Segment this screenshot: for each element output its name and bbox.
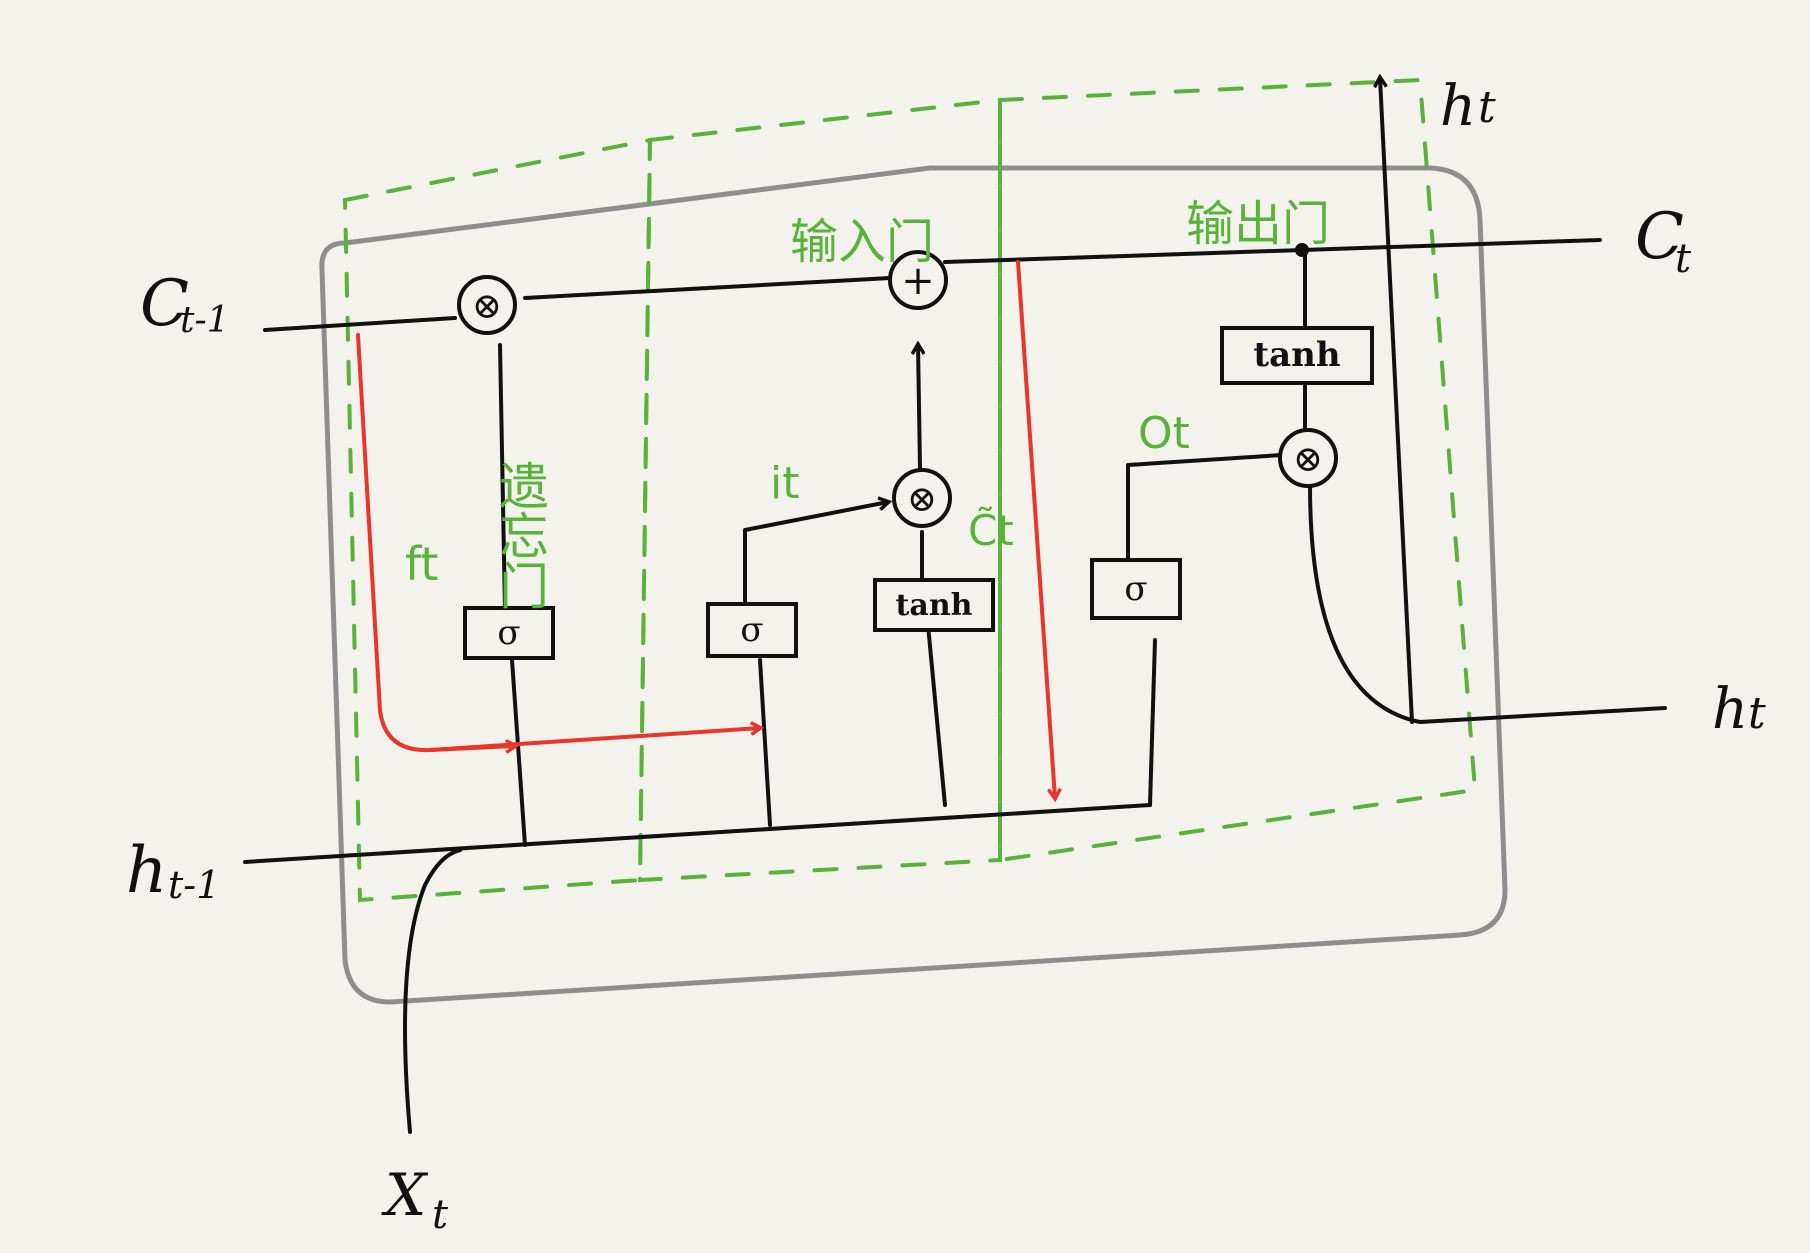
ct-label: C [1635, 200, 1684, 274]
cell-add-symbol: + [901, 258, 935, 304]
output-sigma-in-line [1148, 638, 1157, 807]
output-tanh-label: tanh [1253, 335, 1340, 375]
input-gate-region [637, 97, 1002, 883]
ot-label: Ot [1138, 408, 1190, 459]
ct-tap-dot [1295, 243, 1309, 257]
it-label: it [770, 458, 799, 509]
lstm-cell-outline [319, 165, 1508, 1005]
cell-state-out-line [943, 238, 1602, 264]
xt-label: X [381, 1161, 429, 1229]
cell-add-node [888, 250, 948, 310]
input-sigma-label: σ [740, 610, 763, 650]
xt-subscript: t [432, 1192, 449, 1238]
hidden-in-line [243, 803, 1152, 864]
output-sigma-box [1090, 558, 1182, 620]
ht-right-label: h [1712, 677, 1748, 742]
ct-subscript: t [1675, 236, 1692, 282]
input-gate-label: 输入门 [790, 214, 934, 270]
forget-multiply-node [457, 275, 517, 335]
input-tanh-box [873, 578, 995, 632]
output-gate-region [998, 77, 1478, 863]
forget-sigma-label: σ [497, 613, 520, 653]
mult-to-add-line [918, 345, 920, 470]
output-sigma-label: σ [1124, 569, 1147, 609]
xt-input-line [403, 848, 462, 1134]
input-sigma-in-line [758, 658, 772, 827]
input-sigma-box [706, 602, 798, 658]
ht-up-line [1380, 78, 1414, 724]
ht-top-label: h [1440, 74, 1476, 139]
cell-state-mid-line [523, 276, 892, 300]
h-prev-subscript: t-1 [168, 863, 220, 907]
input-tanh-label: tanh [896, 588, 973, 623]
forget-gate-label: 遗忘门 [491, 460, 549, 610]
ft-label: ft [405, 537, 438, 591]
output-sigma-up-line [1126, 453, 1284, 562]
input-multiply-symbol: ⊗ [907, 479, 937, 520]
tanh-in-line [926, 623, 947, 807]
input-multiply-node [892, 468, 952, 528]
output-gate-label: 输出门 [1186, 196, 1330, 252]
gradient-path-arrow-mid [428, 746, 515, 750]
input-sigma-up-line [743, 502, 888, 610]
c-prev-subscript: t-1 [180, 300, 230, 341]
forget-multiply-symbol: ⊗ [472, 286, 502, 327]
forget-input-line [510, 658, 527, 847]
ht-right-subscript: t [1748, 688, 1766, 739]
output-multiply-symbol: ⊗ [1293, 439, 1323, 480]
h-prev-label: h [126, 834, 167, 908]
output-multiply-node [1278, 428, 1338, 488]
output-tanh-box [1220, 326, 1374, 385]
forget-branch-line [498, 343, 507, 612]
c-tilde-label: C̃t [968, 505, 1014, 555]
cell-state-in-line [263, 316, 457, 332]
ht-out-line [1308, 483, 1667, 724]
ht-top-subscript: t [1478, 82, 1496, 133]
forget-sigma-box [463, 606, 555, 660]
c-prev-label: C [140, 267, 189, 341]
gradient-path-right [1016, 260, 1055, 798]
